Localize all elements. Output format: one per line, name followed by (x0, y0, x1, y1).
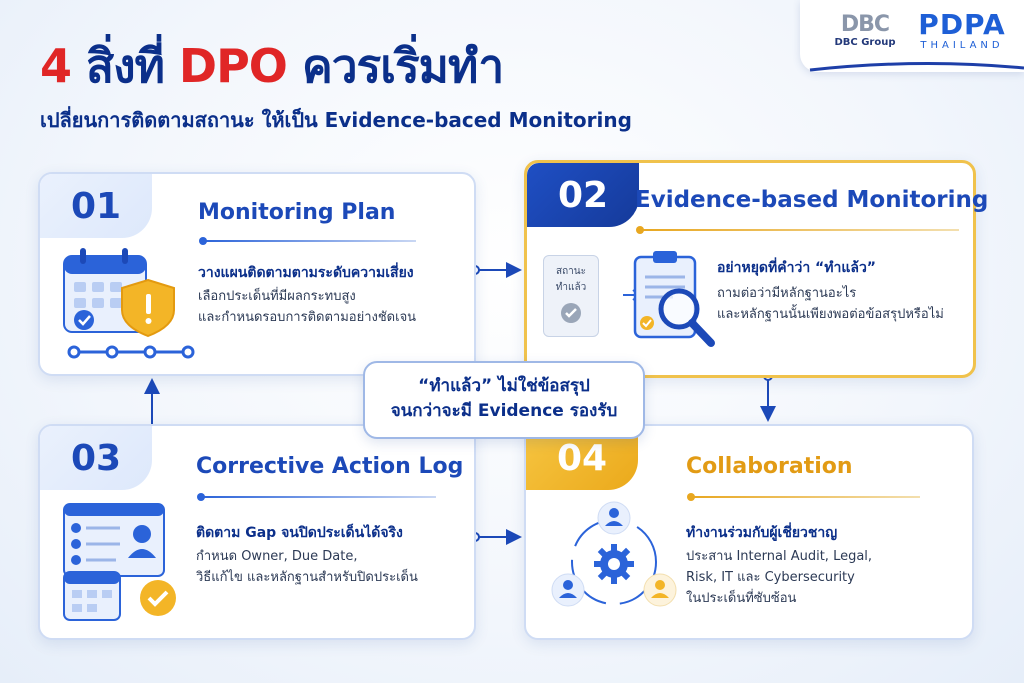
card-number-02: 02 (527, 163, 639, 227)
card-body: ถามต่อว่ามีหลักฐานอะไร และหลักฐานนั้นเพี… (717, 283, 944, 325)
arrow-03-to-04 (470, 529, 522, 545)
check-circle-icon (561, 303, 581, 323)
body-line: ในประเด็นที่ซับซ้อน (686, 591, 797, 606)
body-line: ประสาน Internal Audit, Legal, (686, 549, 873, 564)
key-message-callout: “ทำแล้ว” ไม่ใช่ข้อสรุป จนกว่าจะมี Eviden… (363, 361, 645, 439)
dbc-logo: DBC DBC Group (830, 12, 900, 62)
card-body: กำหนด Owner, Due Date, วิธีแก้ไข และหลัก… (196, 546, 418, 588)
body-line: วิธีแก้ไข และหลักฐานสำหรับปิดประเด็น (196, 570, 418, 585)
dbc-logo-mark: DBC (840, 12, 890, 37)
callout-line-2: จนกว่าจะมี Evidence รองรับ (390, 401, 618, 421)
body-line: กำหนด Owner, Due Date, (196, 549, 358, 564)
card-heading: ติดตาม Gap จนปิดประเด็นได้จริง (196, 525, 403, 541)
logo-panel (800, 0, 1024, 72)
pdpa-logo-text: PDPA (918, 8, 1006, 41)
title-underline (199, 237, 416, 245)
clipboard-magnifier-icon (623, 251, 715, 347)
card-title: Corrective Action Log (196, 454, 464, 479)
status-value: ทำแล้ว (555, 282, 587, 293)
callout-line-1: “ทำแล้ว” ไม่ใช่ข้อสรุป (418, 376, 590, 396)
card-title: Monitoring Plan (198, 200, 396, 225)
checklist-calendar-icon (63, 503, 176, 621)
status-label: สถานะ (556, 266, 586, 277)
calendar-shield-icon (63, 248, 195, 359)
card-number-01: 01 (40, 174, 152, 238)
dbc-logo-text: DBC Group (834, 37, 896, 48)
card-body: ประสาน Internal Audit, Legal, Risk, IT แ… (686, 546, 872, 609)
logo-swoosh (809, 61, 1024, 72)
card-heading: อย่าหยุดที่คำว่า “ทำแล้ว” (717, 260, 877, 276)
card-collaboration: 04 Collaboration ทำงานร่วมกับผู้เชี่ยวชา… (524, 424, 974, 640)
card-heading: วางแผนติดตามตามระดับความเสี่ยง (198, 265, 414, 281)
card-evidence-monitoring: 02 Evidence-based Monitoring อย่าหยุดที่… (524, 160, 988, 378)
title-number: 4 (40, 39, 72, 93)
pdpa-logo-subtext: THAILAND (920, 40, 1004, 51)
title-end: ควรเริ่มทำ (301, 39, 504, 93)
body-line: และหลักฐานนั้นเพียงพอต่อข้อสรุปหรือไม่ (717, 307, 944, 322)
body-line: เลือกประเด็นที่มีผลกระทบสูง (198, 289, 356, 304)
arrow-01-to-02 (470, 262, 522, 278)
body-line: และกำหนดรอบการติดตามอย่างชัดเจน (198, 310, 417, 325)
team-gear-icon (551, 501, 677, 607)
body-line: Risk, IT และ Cybersecurity (686, 570, 855, 585)
card-title: Evidence-based Monitoring (635, 187, 989, 213)
title-underline (687, 493, 920, 501)
card-title: Collaboration (686, 454, 853, 479)
title-dpo: DPO (178, 39, 288, 93)
card-heading: ทำงานร่วมกับผู้เชี่ยวชาญ (686, 525, 838, 541)
card-monitoring-plan: 01 Monitoring Plan วางแผนติดตามตามระดับค… (38, 172, 476, 376)
status-done-card: สถานะ ทำแล้ว (543, 255, 599, 337)
body-line: ถามต่อว่ามีหลักฐานอะไร (717, 286, 857, 301)
page-title: 4 สิ่งที่ DPO ควรเริ่มทำ (40, 30, 504, 103)
page-subtitle: เปลี่ยนการติดตามสถานะ ให้เป็น Evidence-b… (40, 108, 632, 132)
card-number-03: 03 (40, 426, 152, 490)
card-body: เลือกประเด็นที่มีผลกระทบสูง และกำหนดรอบก… (198, 286, 416, 328)
title-underline (636, 226, 959, 234)
pdpa-logo: PDPA THAILAND (912, 8, 1012, 52)
arrow-02-to-04 (760, 371, 776, 422)
title-underline (197, 493, 436, 501)
title-mid: สิ่งที่ (86, 39, 165, 93)
card-corrective-action: 03 Corrective Action Log ติดตาม Gap จนปิ… (38, 424, 476, 640)
